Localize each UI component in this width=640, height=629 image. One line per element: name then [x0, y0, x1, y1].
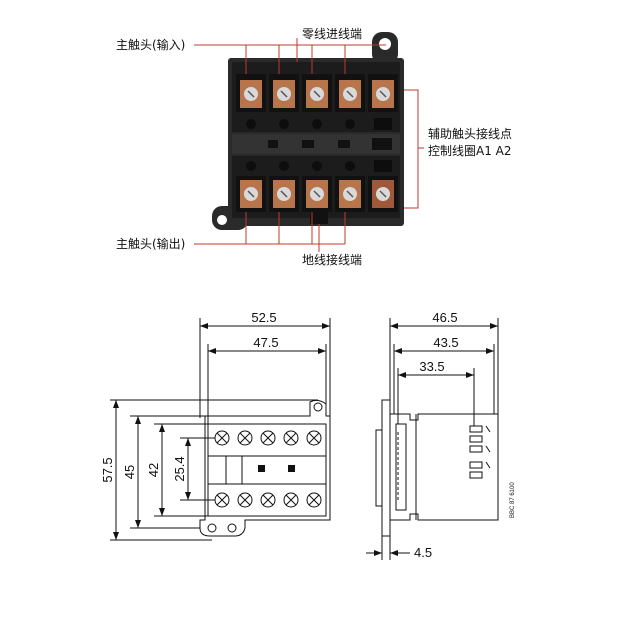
dim-label-25-4: 25.4 [172, 456, 187, 481]
dim-depth-43-5: 43.5 [393, 335, 495, 414]
terminal-top-3 [302, 74, 332, 129]
bottom-terminals [236, 160, 398, 212]
contactor-photo [212, 32, 404, 230]
terminal-bottom-3 [302, 161, 332, 212]
dim-label-33-5: 33.5 [419, 359, 444, 374]
terminal-top-5 [368, 74, 398, 130]
dim-height-45: 45 [122, 415, 205, 529]
dim-label-46-5: 46.5 [432, 310, 457, 325]
label-control-coil: 控制线圈A1 A2 [428, 144, 512, 158]
side-view-drawing: BBC 87 6100 46.5 43.5 33.5 [366, 310, 516, 560]
front-screws-top [214, 430, 322, 446]
terminal-top-4 [335, 74, 365, 129]
dim-height-25-4: 25.4 [172, 437, 215, 501]
label-neutral-terminal: 零线进线端 [302, 27, 362, 41]
drawing-code: BBC 87 6100 [510, 482, 516, 518]
photo-labels: 主触头(输入) 零线进线端 辅助触头接线点 控制线圈A1 A2 主触头(输出) … [116, 27, 512, 267]
terminal-bottom-4 [335, 161, 365, 212]
dim-label-47-5: 47.5 [253, 335, 278, 350]
dim-label-52-5: 52.5 [251, 310, 276, 325]
dim-label-43-5: 43.5 [433, 335, 458, 350]
dim-label-4-5: 4.5 [414, 545, 432, 560]
label-ground-terminal: 地线接线端 [302, 252, 362, 267]
dim-label-42: 42 [146, 463, 161, 477]
dim-width-outer: 52.5 [199, 310, 331, 418]
mounting-ear-top [372, 32, 398, 64]
dim-depth-33-5: 33.5 [397, 359, 475, 426]
dim-width-inner: 47.5 [207, 335, 327, 424]
side-terminal-marks [469, 425, 491, 479]
dim-depth-total: 46.5 [389, 310, 499, 414]
dim-label-57-5: 57.5 [100, 457, 115, 482]
terminal-bottom-1 [236, 161, 266, 212]
dim-height-42: 42 [146, 423, 208, 517]
dim-height-total: 57.5 [100, 399, 318, 541]
terminal-bottom-2 [269, 161, 299, 212]
front-view-drawing: 52.5 47.5 57.5 45 [100, 310, 331, 541]
front-screws-bottom [214, 492, 322, 508]
top-terminals [236, 74, 398, 130]
label-aux-contact-points: 辅助触头接线点 [428, 126, 512, 141]
dim-label-45: 45 [122, 465, 137, 479]
dim-rail-offset: 4.5 [366, 520, 432, 560]
leader-lines [194, 38, 424, 252]
label-main-contact-input: 主触头(输入) [116, 37, 185, 52]
terminal-top-1 [236, 74, 266, 129]
label-main-contact-output: 主触头(输出) [116, 236, 185, 251]
terminal-bottom-5 [368, 160, 398, 212]
terminal-top-2 [269, 74, 299, 129]
